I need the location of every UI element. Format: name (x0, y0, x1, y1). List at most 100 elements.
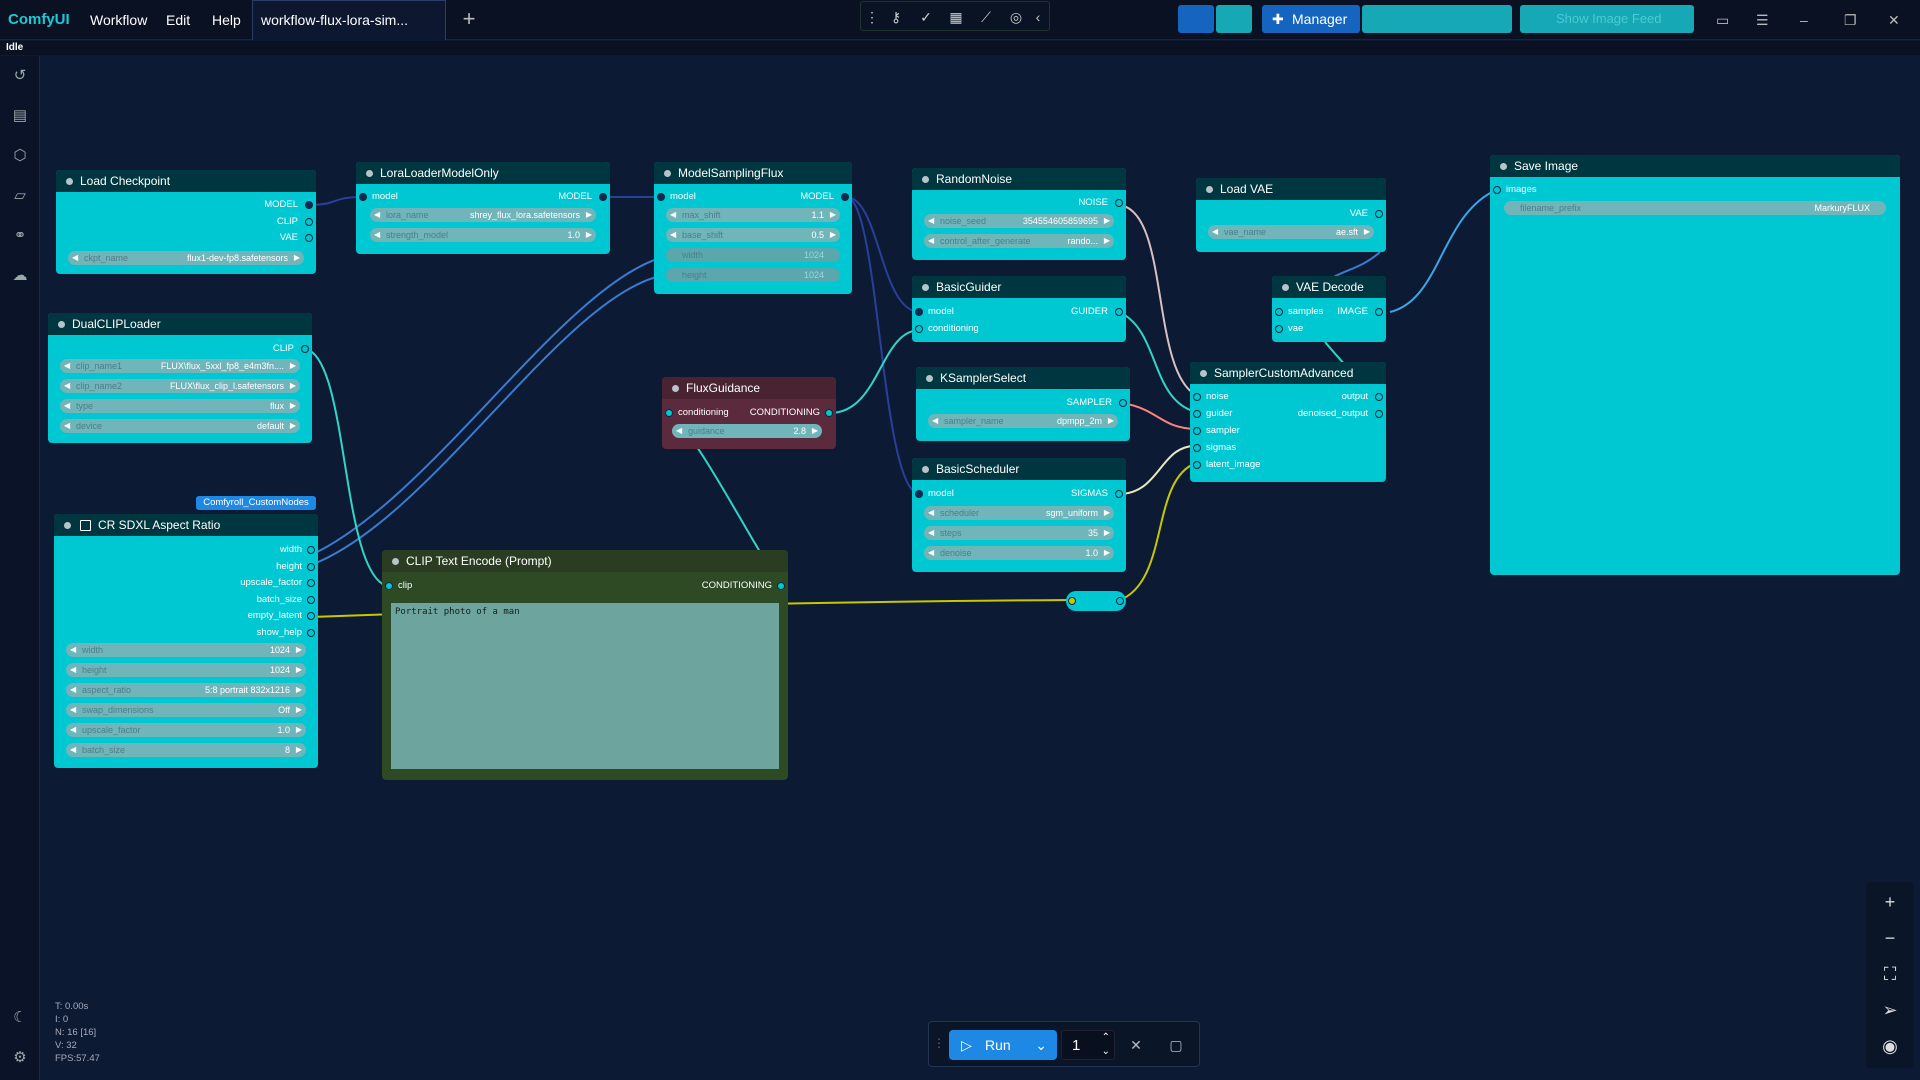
nodes-icon[interactable]: ⚭ (13, 227, 27, 244)
output-pin[interactable] (777, 582, 785, 590)
check-icon[interactable]: ✓ (920, 9, 932, 25)
node-title[interactable]: BasicScheduler (912, 458, 1126, 480)
output-pin[interactable] (1119, 399, 1127, 407)
workflow-tab[interactable]: workflow-flux-lora-sim... (252, 0, 446, 40)
queue-icon[interactable]: ▤ (12, 107, 28, 124)
table-icon[interactable]: ▦ (949, 9, 963, 25)
node-collapse-dot[interactable] (66, 178, 73, 185)
node-title[interactable]: FluxGuidance (662, 377, 836, 399)
settings-gear-icon[interactable]: ⚙ (13, 1049, 27, 1066)
input-pin[interactable] (1493, 186, 1501, 194)
node-lora-loader[interactable]: LoraLoaderModelOnly model MODEL ◀lora_na… (356, 162, 610, 254)
input-pin[interactable] (385, 582, 393, 590)
node-cr-sdxl-aspect-ratio[interactable]: CR SDXL Aspect Ratio width height upscal… (54, 514, 318, 768)
input-pin[interactable] (1193, 410, 1201, 418)
node-collapse-dot[interactable] (926, 375, 933, 382)
input-pin[interactable] (657, 193, 665, 201)
output-pin[interactable] (307, 596, 315, 604)
minimize-icon[interactable]: – (1800, 12, 1808, 28)
app-logo[interactable]: ComfyUI (8, 11, 70, 28)
node-collapse-dot[interactable] (392, 558, 399, 565)
node-title[interactable]: DualCLIPLoader (48, 313, 312, 335)
node-collapse-dot[interactable] (1200, 370, 1207, 377)
pointer-icon[interactable]: ➢ (1882, 1000, 1898, 1020)
output-pin[interactable] (307, 563, 315, 571)
node-basic-guider[interactable]: BasicGuider model conditioning GUIDER (912, 276, 1126, 342)
prompt-textarea[interactable]: Portrait photo of a man (390, 602, 780, 770)
output-pin[interactable] (841, 193, 849, 201)
output-pin[interactable] (825, 409, 833, 417)
reroute-input-pin[interactable] (1068, 597, 1076, 605)
input-pin[interactable] (1193, 461, 1201, 469)
input-pin[interactable] (359, 193, 367, 201)
node-title[interactable]: Load VAE (1196, 178, 1386, 200)
panel-toggle-icon[interactable]: ▭ (1716, 12, 1730, 28)
output-pin[interactable] (307, 546, 315, 554)
more-icon[interactable]: ⋮ (865, 9, 879, 25)
node-title[interactable]: Save Image (1490, 155, 1900, 177)
node-clip-text-encode[interactable]: CLIP Text Encode (Prompt) clip CONDITION… (382, 550, 788, 780)
input-pin[interactable] (1193, 427, 1201, 435)
node-collapse-dot[interactable] (1500, 163, 1507, 170)
output-pin[interactable] (1375, 393, 1383, 401)
input-pin[interactable] (915, 325, 923, 333)
history-icon[interactable]: ↺ (13, 67, 27, 84)
node-title[interactable]: CLIP Text Encode (Prompt) (382, 550, 788, 572)
node-title[interactable]: BasicGuider (912, 276, 1126, 298)
node-collapse-dot[interactable] (922, 466, 929, 473)
output-pin[interactable] (1115, 490, 1123, 498)
mountain-icon[interactable] (1178, 5, 1214, 33)
node-title[interactable]: ModelSamplingFlux (654, 162, 852, 184)
node-collapse-dot[interactable] (1282, 284, 1289, 291)
node-collapse-dot[interactable] (672, 385, 679, 392)
chart-icon[interactable]: ⟋ (981, 9, 991, 25)
output-pin[interactable] (305, 234, 313, 242)
key-icon[interactable]: ⚷ (890, 9, 902, 25)
node-sampler-custom-advanced[interactable]: SamplerCustomAdvanced noise guider sampl… (1190, 362, 1386, 482)
chevron-down-icon[interactable]: ⌄ (1035, 1037, 1047, 1053)
output-pin[interactable] (305, 218, 313, 226)
cancel-icon[interactable]: ✕ (1130, 1037, 1142, 1053)
quick-actions-group[interactable] (1362, 5, 1512, 33)
output-pin[interactable] (599, 193, 607, 201)
eye-icon[interactable]: ◉ (1882, 1036, 1898, 1056)
node-title[interactable]: VAE Decode (1272, 276, 1386, 298)
zoom-in-icon[interactable]: + (1884, 892, 1896, 912)
restore-icon[interactable]: ❐ (1844, 12, 1857, 28)
node-collapse-dot[interactable] (664, 170, 671, 177)
output-pin[interactable] (1375, 210, 1383, 218)
node-model-sampling-flux[interactable]: ModelSamplingFlux model MODEL ◀max_shift… (654, 162, 852, 294)
reroute-node[interactable] (1066, 591, 1126, 611)
output-pin[interactable] (1115, 308, 1123, 316)
node-collapse-dot[interactable] (922, 176, 929, 183)
cube-icon[interactable]: ⬡ (13, 147, 27, 164)
node-collapse-dot[interactable] (1206, 186, 1213, 193)
node-collapse-dot[interactable] (58, 321, 65, 328)
reroute-output-pin[interactable] (1116, 597, 1124, 605)
zoom-out-icon[interactable]: − (1884, 928, 1896, 948)
node-title[interactable]: LoraLoaderModelOnly (356, 162, 610, 184)
output-pin[interactable] (307, 579, 315, 587)
